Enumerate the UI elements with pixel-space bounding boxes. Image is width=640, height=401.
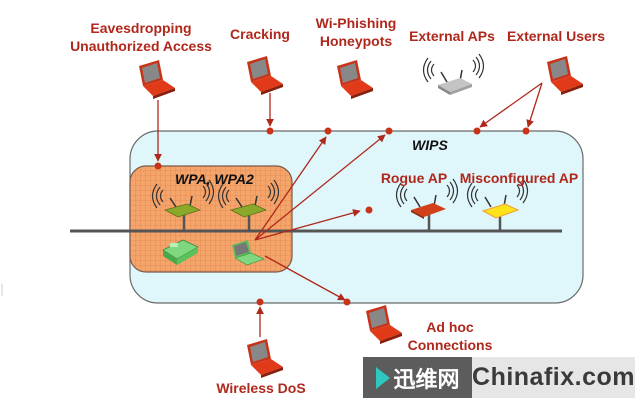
label-external-users: External Users	[506, 28, 606, 44]
label-wi-phishing: Wi-Phishing Honeypots	[315, 15, 397, 49]
arrow-client-2	[254, 134, 386, 241]
sensor-point	[343, 298, 351, 306]
sensor-point	[154, 162, 162, 170]
sensor-point	[522, 127, 530, 135]
ip-phone-icon	[162, 239, 199, 265]
sensor-point	[256, 298, 264, 306]
watermark-domain-box: Chinafix.com	[472, 357, 635, 398]
wips-label: WIPS	[412, 137, 448, 153]
misconfigured-ap-icon	[466, 178, 529, 219]
cracking-laptop-icon	[247, 56, 283, 95]
secured-zone-label: WPA, WPA2	[175, 171, 254, 187]
arrow-external-users-2	[526, 82, 543, 128]
arrow-client-3	[254, 209, 361, 241]
watermark-logo: 迅维网	[363, 357, 473, 398]
eavesdropping-laptop-icon	[139, 60, 175, 99]
label-misconfigured-ap: Misconfigured AP	[459, 170, 579, 186]
watermark: 迅维网 Chinafix.com	[363, 357, 635, 398]
label-rogue-ap: Rogue AP	[380, 170, 448, 186]
secured-client-laptop-icon	[232, 240, 265, 266]
arrow-external-users-1	[479, 82, 543, 128]
label-ad-hoc: Ad hoc Connections	[407, 319, 493, 353]
wireless-dos-laptop-icon	[247, 339, 283, 378]
watermark-cn: 迅维网	[393, 366, 460, 392]
sensor-point	[324, 127, 332, 135]
secured-ap-1-icon	[151, 179, 215, 218]
chevron-right-icon	[375, 366, 390, 389]
ad-hoc-laptop-icon	[366, 305, 402, 344]
sensor-point	[266, 127, 274, 135]
label-eavesdropping: Eavesdropping Unauthorized Access	[70, 20, 212, 54]
sensor-point	[473, 127, 481, 135]
arrow-ad-hoc	[264, 255, 346, 301]
secured-ap-2-icon	[217, 179, 280, 218]
sensor-point	[385, 127, 393, 135]
sensor-point	[365, 206, 373, 214]
arrow-client-1	[254, 136, 327, 241]
external-ap-icon	[422, 53, 485, 95]
external-users-laptop-icon	[547, 56, 583, 95]
rogue-ap-icon	[395, 178, 459, 219]
label-wireless-dos: Wireless DoS	[216, 380, 306, 396]
label-cracking: Cracking	[230, 26, 290, 42]
wi-phishing-laptop-icon	[337, 60, 373, 99]
label-external-aps: External APs	[409, 28, 495, 44]
watermark-en: Chinafix.com	[472, 363, 635, 391]
